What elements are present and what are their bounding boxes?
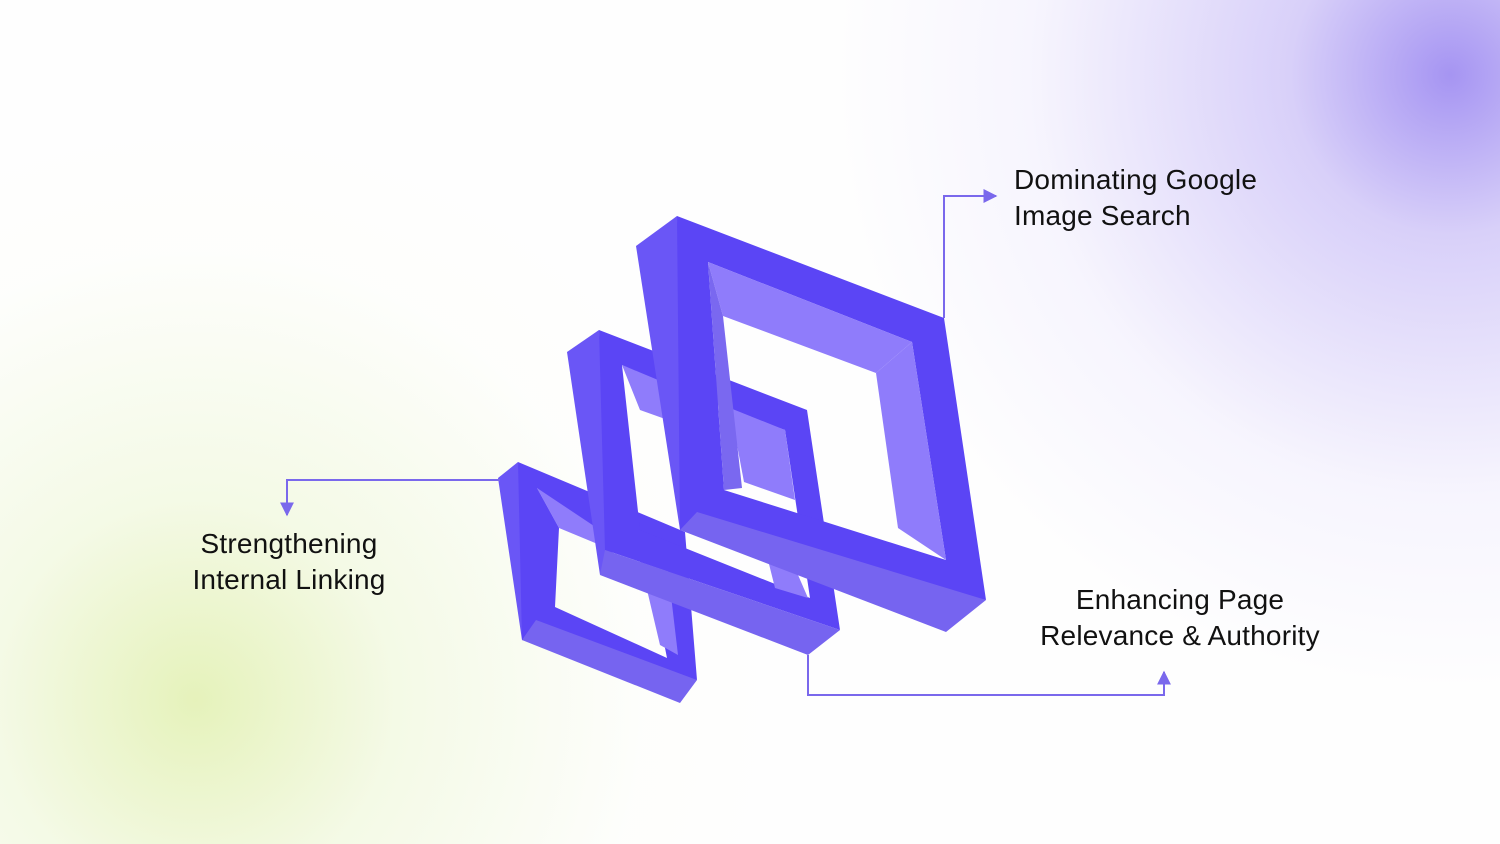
label-top-line2: Image Search xyxy=(1014,200,1191,231)
small-frame-face xyxy=(518,462,697,680)
large-frame-inner-top xyxy=(708,262,912,373)
label-strengthening-internal-linking: Strengthening Internal Linking xyxy=(170,526,408,598)
large-frame xyxy=(636,216,986,632)
middle-frame-face xyxy=(599,330,840,630)
label-right-line1: Enhancing Page xyxy=(1075,584,1285,615)
small-frame-inner-wall xyxy=(537,488,600,545)
label-enhancing-page-relevance: Enhancing Page Relevance & Authority xyxy=(1010,582,1350,654)
connector-left xyxy=(280,479,500,517)
middle-frame-lower-wall xyxy=(768,560,808,598)
label-left-line2: Internal Linking xyxy=(192,564,386,595)
connector-top xyxy=(943,189,998,318)
middle-frame-bottom-edge xyxy=(600,550,840,655)
connector-right xyxy=(807,655,1171,696)
label-top-line1: Dominating Google xyxy=(1014,164,1258,195)
large-frame-bottom-edge xyxy=(680,512,986,632)
large-frame-inner-left xyxy=(708,262,742,490)
large-frame-face xyxy=(677,216,986,600)
label-left-line1: Strengthening xyxy=(200,528,378,559)
middle-frame xyxy=(567,330,840,655)
large-frame-inner-right xyxy=(876,342,946,560)
small-frame-bottom-edge xyxy=(522,620,697,703)
middle-frame-inner-wall-2 xyxy=(730,408,795,500)
small-frame xyxy=(498,462,697,703)
label-right-line2: Relevance & Authority xyxy=(1040,620,1320,651)
label-dominating-google-image-search: Dominating Google Image Search xyxy=(1014,162,1257,234)
